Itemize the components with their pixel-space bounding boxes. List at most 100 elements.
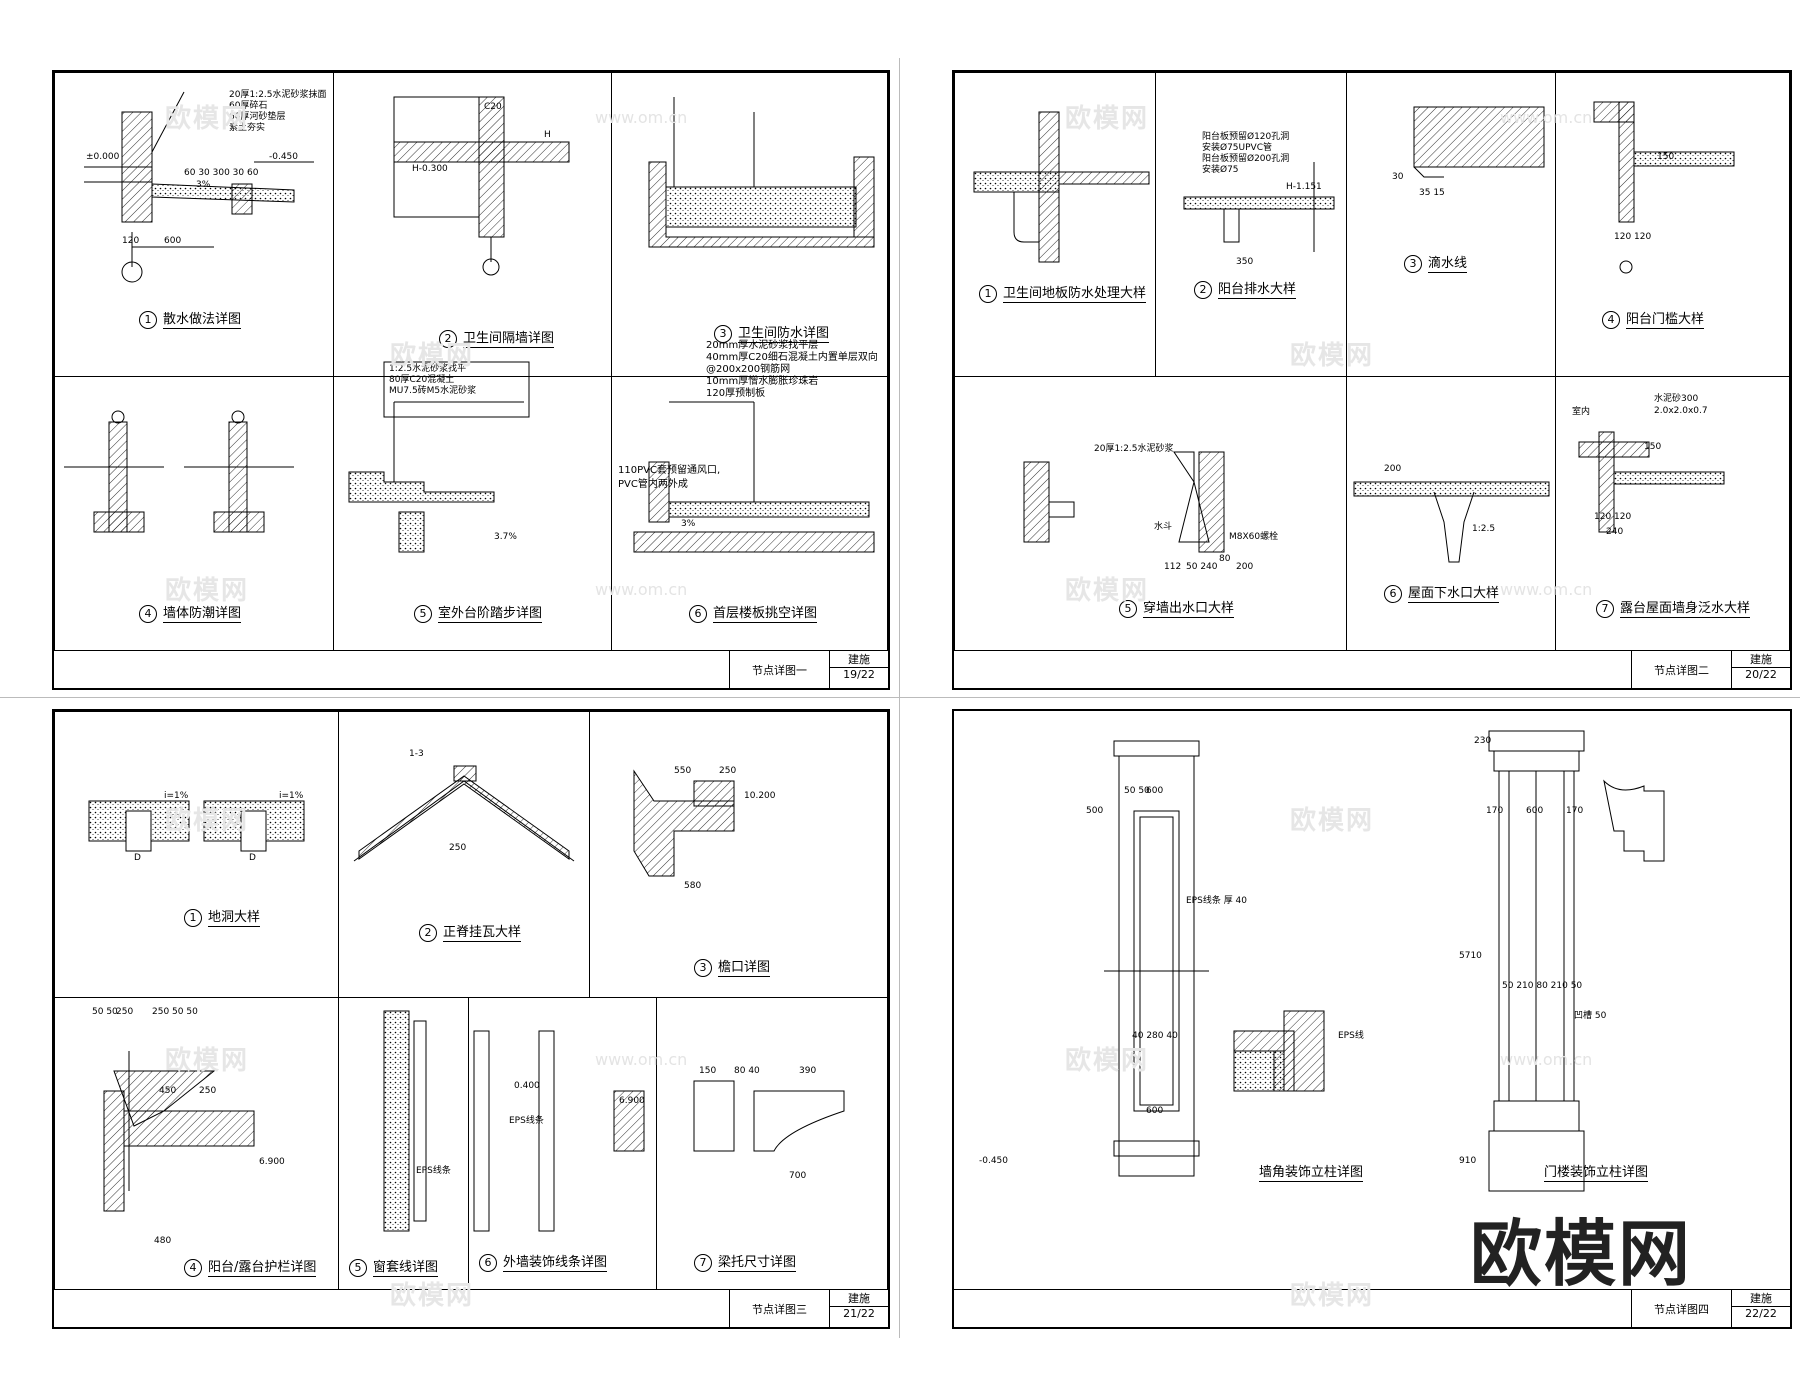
title-block-name: 节点详图四	[1631, 1290, 1731, 1327]
title-block-code: 建施 20/22	[1731, 651, 1790, 688]
brand-logo-watermark: 欧模网	[1470, 1215, 1693, 1295]
label-dim-350: 350	[1236, 257, 1254, 267]
label-dim-2-7a: 150	[1644, 442, 1662, 452]
label-elevation-neg: -0.450	[269, 152, 299, 162]
label-4-l-eps2: EPS线	[1338, 1031, 1364, 1041]
label-4-r-b: 170	[1486, 806, 1504, 816]
label-3-1-slope-b: i=1%	[279, 791, 304, 801]
title-block-3: 节点详图三 建施 21/22	[54, 1289, 888, 1327]
label-4-r-a: 230	[1474, 736, 1492, 746]
label-elevation-0: ±0.000	[86, 152, 120, 162]
label-water-hopper: 水斗	[1154, 522, 1173, 532]
note-2-7b: 2.0x2.0x0.7	[1654, 406, 1708, 416]
detail-1-6-drawing	[633, 401, 875, 553]
sheet-1-drawings	[64, 91, 875, 553]
label-dim-1-1: 60 30 300 30 60	[184, 168, 259, 178]
label-dim-2-5b: 50 240	[1186, 562, 1218, 572]
label-slope-1-6: 3%	[681, 519, 696, 529]
label-slope-1-5: 3.7%	[494, 532, 517, 542]
label-3-1-d2: D	[249, 853, 256, 863]
label-3-4-c: 250 50 50	[152, 1007, 198, 1017]
note-2-5a: 20厚1:2.5水泥砂浆	[1094, 444, 1174, 454]
label-3-4-d: 450	[159, 1086, 177, 1096]
label-4-l-e: 600	[1146, 1106, 1164, 1116]
drawing-sheet-1: 20厚1:2.5水泥砂浆抹面 60厚碎石 60厚河砂垫层 素土夯实 ±0.000…	[52, 70, 890, 690]
label-h-1151: H-1.151	[1286, 182, 1322, 192]
detail-1-2-drawing	[393, 96, 570, 276]
detail-1-3-drawing	[648, 97, 875, 248]
label-3-7-d: 700	[789, 1171, 807, 1181]
label-slope-1-1: 3%	[196, 180, 211, 190]
label-3-4-g: 480	[154, 1236, 172, 1246]
title-block-name: 节点详图三	[729, 1290, 829, 1327]
label-3-6-eps: EPS线条	[509, 1116, 544, 1126]
label-3-6-a: 0.400	[514, 1081, 540, 1091]
sheet-4-drawings	[1104, 730, 1665, 1192]
note-2-2: 阳台板预留Ø120孔洞 安装Ø75UPVC管 阳台板预留Ø200孔洞 安装Ø75	[1202, 132, 1290, 175]
label-3-7-a: 150	[699, 1066, 717, 1076]
label-4-r-f: 50 210 80 210 50	[1502, 981, 1583, 991]
label-dim-2-7b: 120 120	[1594, 512, 1632, 522]
label-4-r-c: 600	[1526, 806, 1544, 816]
label-3-2-a: 1-3	[409, 749, 424, 759]
label-2-7-indoor: 室内	[1572, 407, 1591, 417]
caption-4-2: 门楼装饰立柱详图	[1544, 1165, 1649, 1182]
label-dim-2-5c: 80	[1219, 554, 1231, 564]
label-3-7-b: 80 40	[734, 1066, 760, 1076]
label-3-3-d: 580	[684, 881, 702, 891]
label-4-r-d: 170	[1566, 806, 1584, 816]
label-dim-2-7c: 240	[1606, 527, 1624, 537]
label-3-5-eps: EPS线条	[416, 1166, 451, 1176]
label-3-7-c: 390	[799, 1066, 817, 1076]
title-block-code: 建施 19/22	[829, 651, 888, 688]
detail-1-1-drawing	[84, 91, 314, 283]
label-dim-2-6a: 200	[1384, 464, 1402, 474]
page-divider-horizontal	[0, 697, 1800, 698]
label-4-r-g: 凹槽 50	[1574, 1011, 1607, 1021]
drawing-sheet-3: i=1% i=1% D D 1-3 250 550 250 10.200 580…	[52, 709, 890, 1329]
sheet-3-drawings	[88, 765, 845, 1232]
note-2-7a: 水泥砂300	[1654, 394, 1699, 404]
title-block-name: 节点详图一	[729, 651, 829, 688]
title-block-name: 节点详图二	[1631, 651, 1731, 688]
label-4-l-b: 50 50	[1124, 786, 1150, 796]
detail-1-5-drawing	[348, 361, 530, 553]
label-dim-2-3b: 35 15	[1419, 188, 1445, 198]
title-block-2: 节点详图二 建施 20/22	[954, 650, 1790, 688]
title-block-4: 节点详图四 建施 22/22	[954, 1289, 1790, 1327]
label-h-0300: H-0.300	[412, 164, 448, 174]
label-3-1-d1: D	[134, 853, 141, 863]
label-3-4-b: 250	[116, 1007, 134, 1017]
label-4-l-d: 40 280 40	[1132, 1031, 1178, 1041]
label-3-3-b: 250	[719, 766, 737, 776]
title-block-1: 节点详图一 建施 19/22	[54, 650, 888, 688]
note-2-5b: M8X60螺栓	[1229, 532, 1279, 542]
label-3-4-e: 250	[199, 1086, 217, 1096]
label-4-r-e: 5710	[1459, 951, 1482, 961]
sheet-2-drawings	[973, 101, 1735, 563]
label-dim-2-6b: 1:2.5	[1472, 524, 1496, 534]
label-dim-1-1b: 600	[164, 236, 182, 246]
note-1-6: 20mm厚水泥砂浆找平层 40mm厚C20细石混凝土内置单层双向 @200x20…	[706, 340, 878, 399]
detail-1-4-drawing	[64, 410, 294, 533]
label-4-l-eps: EPS线条 厚 40	[1186, 896, 1248, 906]
label-4-l-a: 600	[1146, 786, 1164, 796]
label-3-4-f: 6.900	[259, 1157, 285, 1167]
label-h: H	[544, 130, 551, 140]
